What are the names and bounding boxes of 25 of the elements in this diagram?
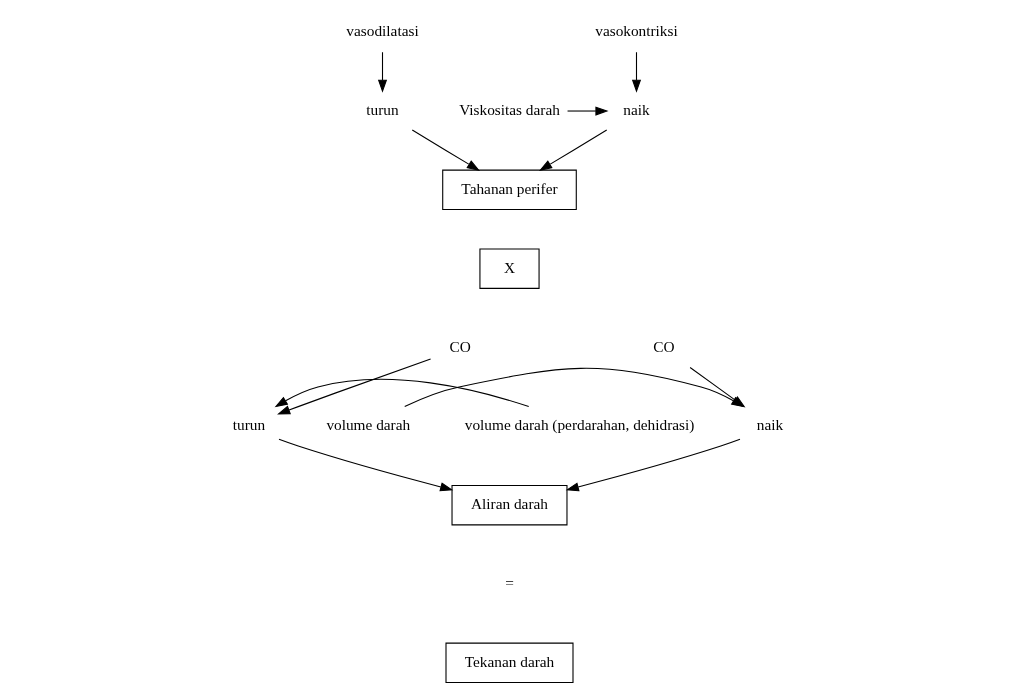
node-text: vasokontriksi [595,22,678,40]
node-text: naik [756,416,784,434]
arrow [565,438,741,492]
node-text: turun [366,101,399,119]
node-text: turun [232,416,266,434]
node-text: vasodilatasi [346,22,419,40]
arrow [539,129,608,171]
node-text: volume darah [326,416,411,434]
arrow [274,378,530,408]
node-box: X [479,248,540,289]
arrow [277,358,432,415]
node-text: naik [623,101,650,119]
arrow [278,438,454,492]
node-text: volume darah (perdarahan, dehidrasi) [464,416,695,434]
node-box: Aliran darah [451,484,568,526]
node-box: Tahanan perifer [442,169,577,211]
label: = [505,574,514,592]
node-text: CO [653,337,675,355]
node-text: Viskositas darah [459,101,560,119]
arrow [377,51,388,93]
arrow [631,51,642,93]
node-box: Tekanan darah [445,642,574,684]
arrow [567,106,609,116]
arrow [411,129,480,171]
node-text: CO [449,337,471,355]
